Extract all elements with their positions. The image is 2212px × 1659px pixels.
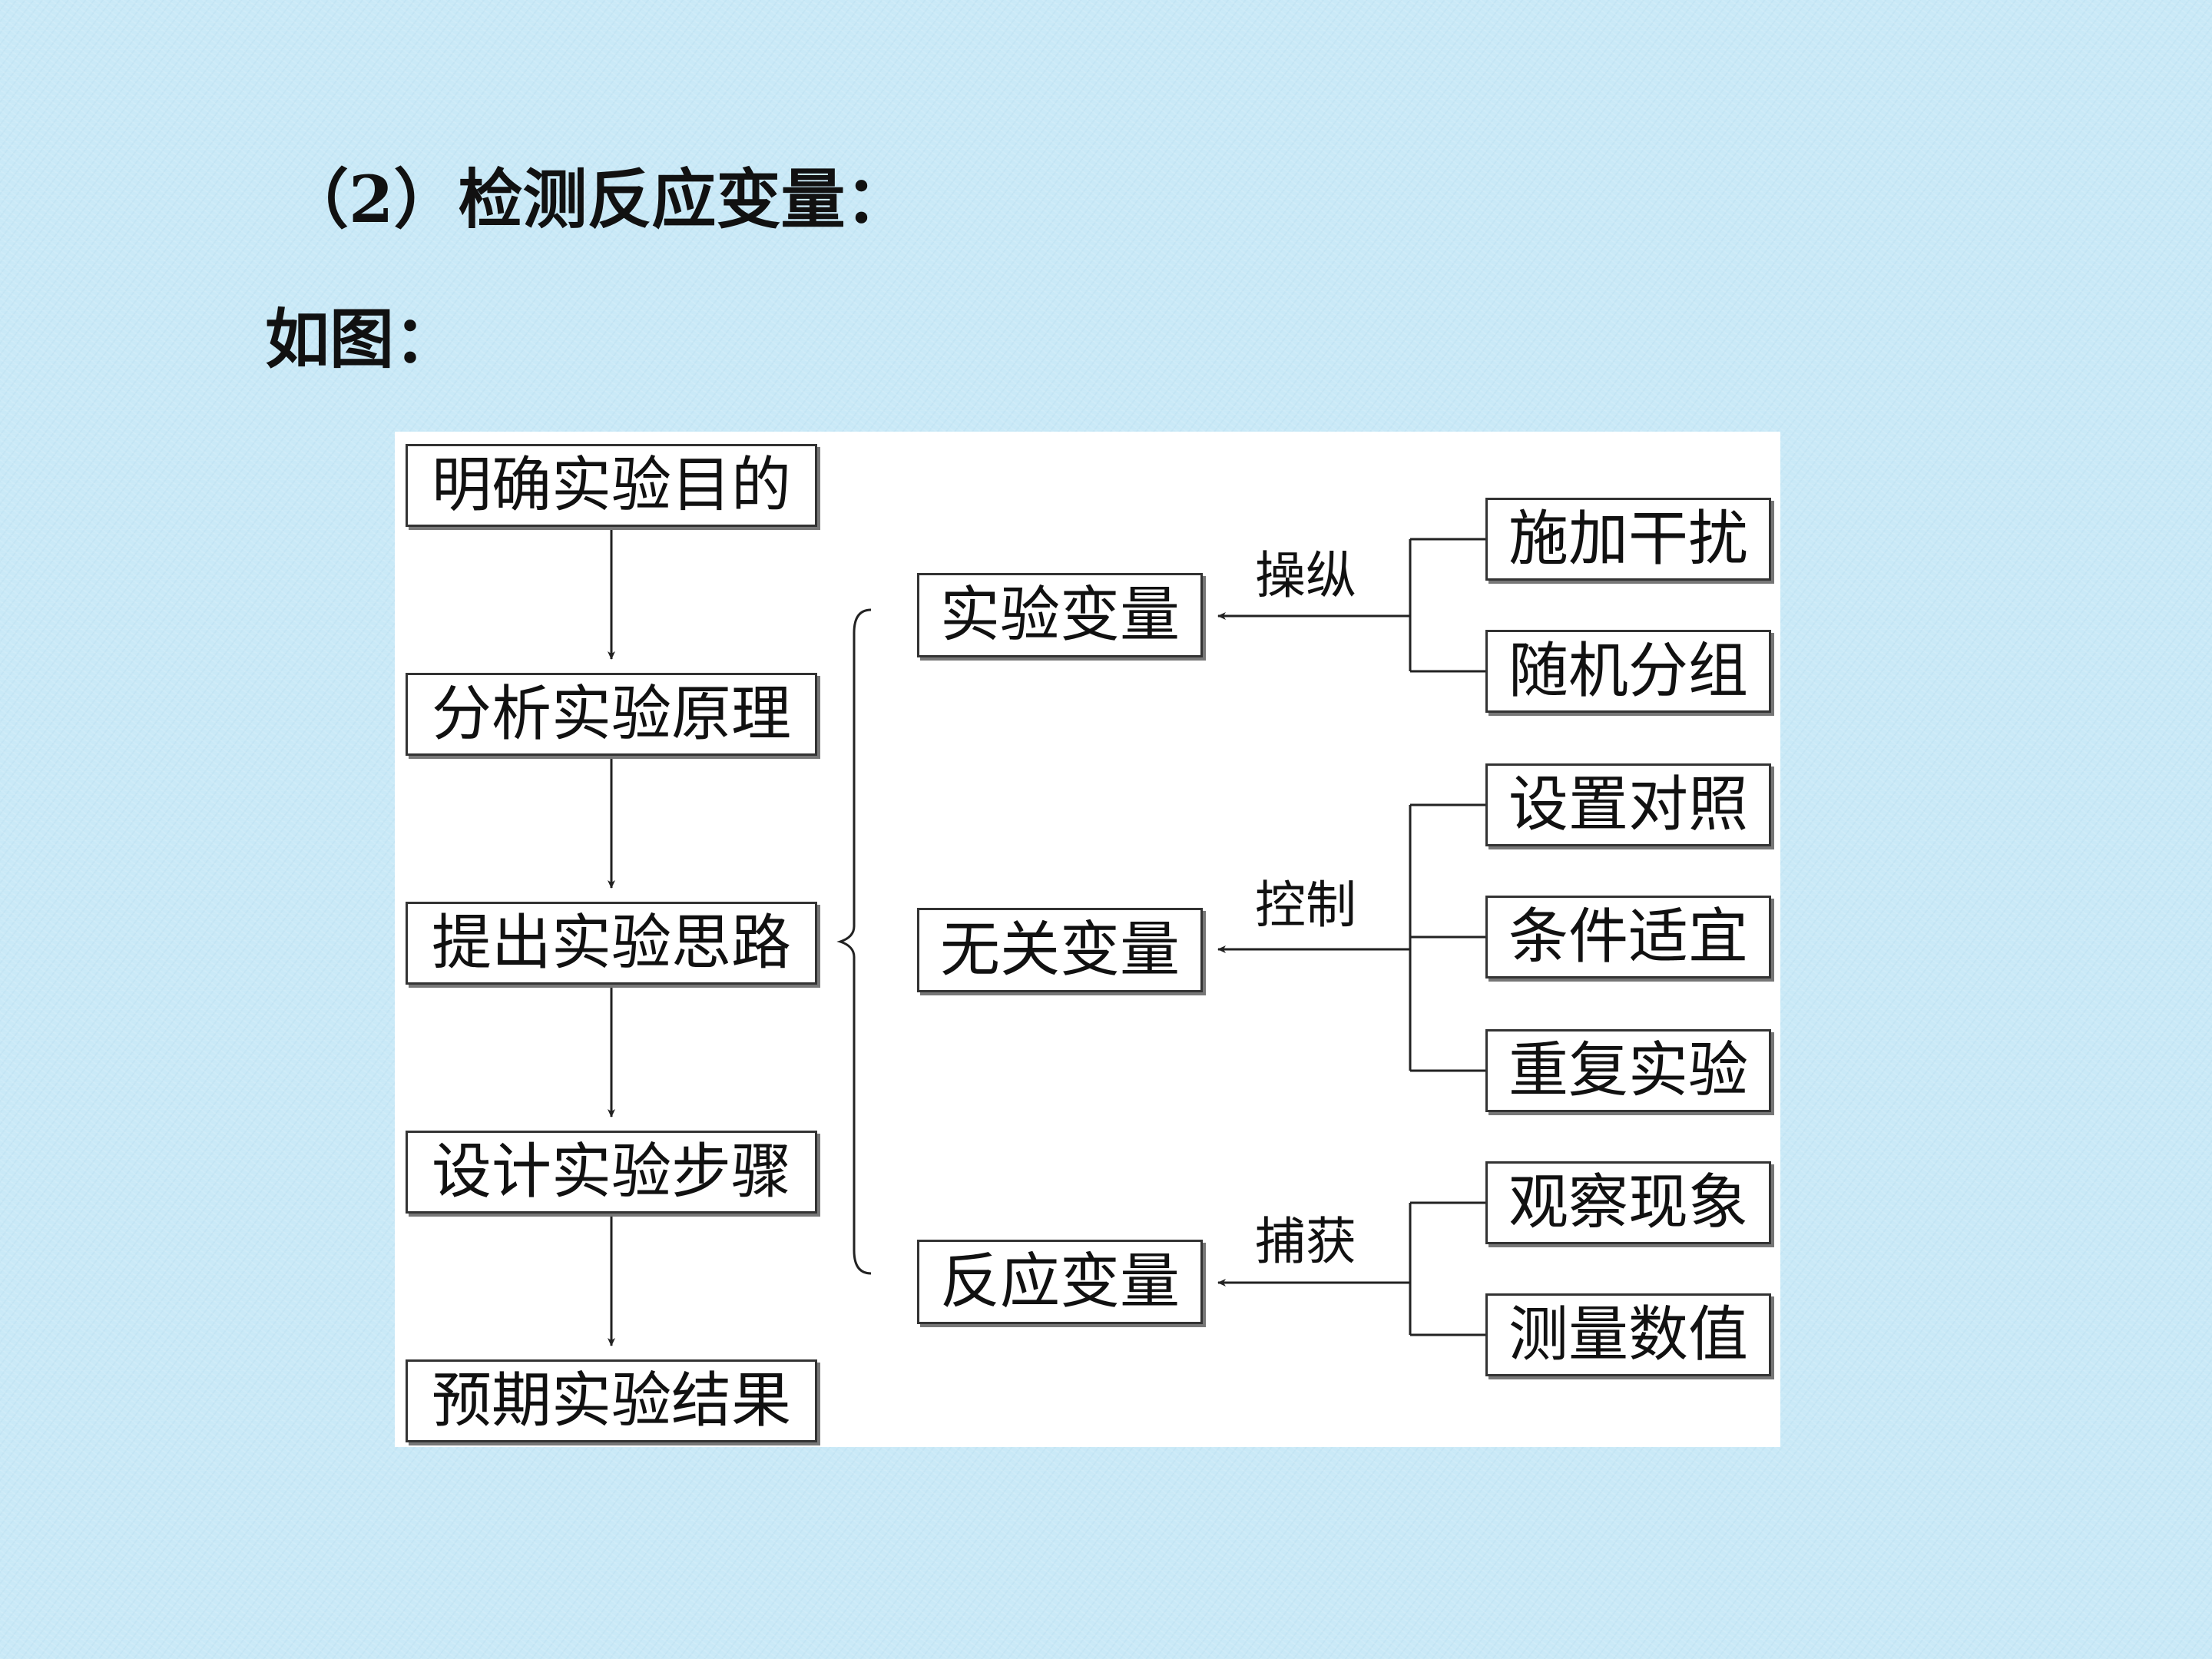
variable-box-response: 反应变量 (917, 1240, 1203, 1324)
method-box-suitable-conditions: 条件适宜 (1485, 896, 1771, 979)
response-connectors (1217, 1201, 1485, 1336)
method-box-observe-phenomena: 观察现象 (1485, 1161, 1771, 1244)
variable-box-irrelevant: 无关变量 (917, 908, 1203, 992)
step-box-propose-approach: 提出实验思路 (406, 902, 817, 985)
slide-subheading: 如图： (265, 301, 459, 377)
curly-brace (836, 608, 872, 1275)
method-box-random-grouping: 随机分组 (1485, 630, 1771, 713)
experimental-connectors (1217, 538, 1485, 673)
edge-label-control: 控制 (1255, 876, 1356, 935)
edge-label-manipulate: 操纵 (1255, 546, 1356, 605)
variable-box-experimental: 实验变量 (917, 573, 1203, 657)
step-box-define-purpose: 明确实验目的 (406, 444, 817, 527)
edge-label-capture: 捕获 (1255, 1212, 1356, 1271)
method-box-measure-values: 测量数值 (1485, 1293, 1771, 1376)
diagram-connectors (608, 530, 1485, 1346)
method-box-apply-intervention: 施加干扰 (1485, 498, 1771, 581)
flowchart-diagram: 明确实验目的 分析实验原理 提出实验思路 设计实验步骤 预期实验结果 实验变量 … (395, 432, 1780, 1447)
step-box-analyze-principle: 分析实验原理 (406, 673, 817, 756)
step-box-predict-result: 预期实验结果 (406, 1359, 817, 1442)
step-box-design-procedure: 设计实验步骤 (406, 1131, 817, 1214)
irrelevant-connectors (1217, 803, 1485, 1072)
slide-heading: （2）检测反应变量： (284, 161, 910, 237)
method-box-set-control: 设置对照 (1485, 763, 1771, 846)
method-box-repeat-experiment: 重复实验 (1485, 1029, 1771, 1112)
